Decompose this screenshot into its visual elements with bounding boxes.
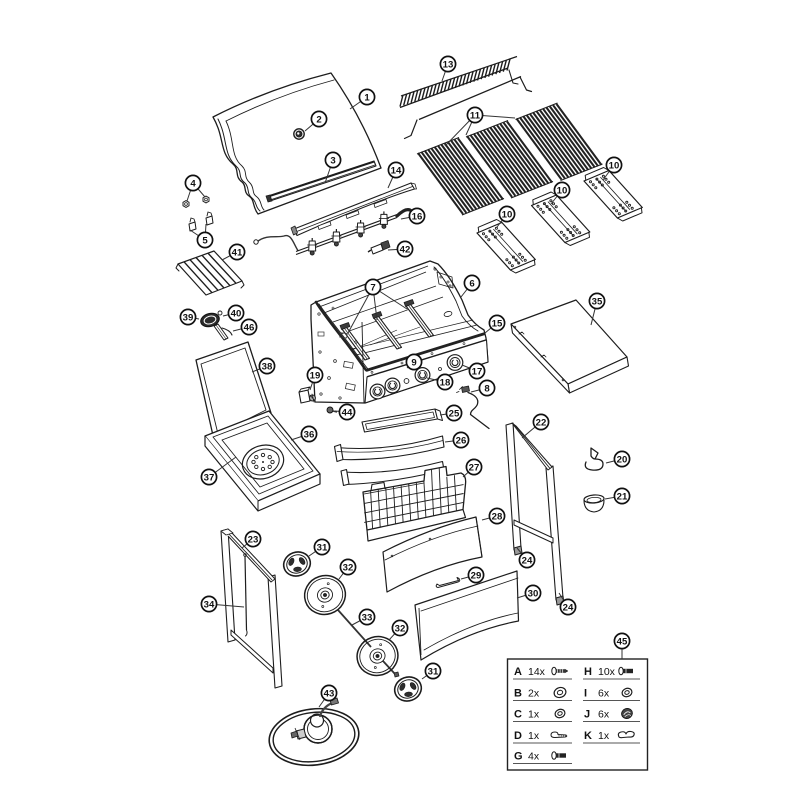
svg-text:17: 17 [472,366,483,377]
svg-text:28: 28 [492,511,503,522]
svg-text:39: 39 [183,312,194,323]
svg-text:32: 32 [395,623,406,634]
svg-text:1x: 1x [528,709,540,721]
svg-text:10: 10 [557,185,568,196]
svg-text:11: 11 [470,110,481,121]
svg-text:18: 18 [440,377,451,388]
svg-text:A: A [514,666,522,678]
svg-text:J: J [584,709,590,721]
svg-text:37: 37 [204,472,215,483]
svg-text:24: 24 [563,602,574,613]
svg-text:31: 31 [317,542,328,553]
svg-text:G: G [514,751,523,763]
svg-text:25: 25 [449,408,460,419]
svg-text:14: 14 [391,165,402,176]
svg-text:43: 43 [324,688,335,699]
svg-text:26: 26 [456,435,467,446]
svg-text:40: 40 [231,308,242,319]
svg-text:45: 45 [617,636,628,647]
svg-text:8: 8 [484,383,490,394]
svg-text:31: 31 [428,666,439,677]
svg-text:C: C [514,709,522,721]
svg-text:I: I [584,688,587,700]
svg-text:14x: 14x [528,666,546,678]
svg-text:7: 7 [370,282,375,293]
svg-text:10: 10 [502,209,513,220]
svg-text:34: 34 [204,599,215,610]
svg-text:6: 6 [469,278,474,289]
svg-text:K: K [584,730,592,742]
svg-text:1x: 1x [528,730,540,742]
svg-text:1: 1 [364,92,370,103]
svg-text:32: 32 [343,562,354,573]
svg-text:38: 38 [262,361,273,372]
svg-text:9: 9 [411,357,416,368]
svg-text:20: 20 [617,454,628,465]
svg-text:2: 2 [316,114,321,125]
svg-text:16: 16 [412,211,423,222]
svg-text:30: 30 [528,588,539,599]
svg-text:3: 3 [330,155,335,166]
svg-text:35: 35 [592,296,603,307]
svg-text:36: 36 [304,429,315,440]
svg-text:42: 42 [400,244,411,255]
svg-text:1x: 1x [598,730,610,742]
svg-text:44: 44 [342,407,353,418]
svg-text:41: 41 [232,247,243,258]
svg-text:19: 19 [310,370,321,381]
svg-text:15: 15 [492,318,503,329]
svg-text:6x: 6x [598,709,610,721]
svg-text:10: 10 [609,160,620,171]
svg-text:29: 29 [471,570,482,581]
svg-text:27: 27 [469,462,480,473]
svg-text:33: 33 [362,612,373,623]
svg-text:D: D [514,730,522,742]
svg-text:22: 22 [536,417,547,428]
svg-text:4x: 4x [528,751,540,763]
svg-text:46: 46 [244,322,255,333]
svg-text:6x: 6x [598,688,610,700]
svg-text:H: H [584,666,592,678]
svg-text:B: B [514,688,522,700]
svg-text:2x: 2x [528,688,540,700]
svg-text:13: 13 [443,59,454,70]
svg-text:24: 24 [522,555,533,566]
svg-text:5: 5 [202,235,208,246]
svg-text:4: 4 [190,178,196,189]
svg-text:10x: 10x [598,666,616,678]
svg-text:23: 23 [248,534,259,545]
svg-text:21: 21 [617,491,628,502]
